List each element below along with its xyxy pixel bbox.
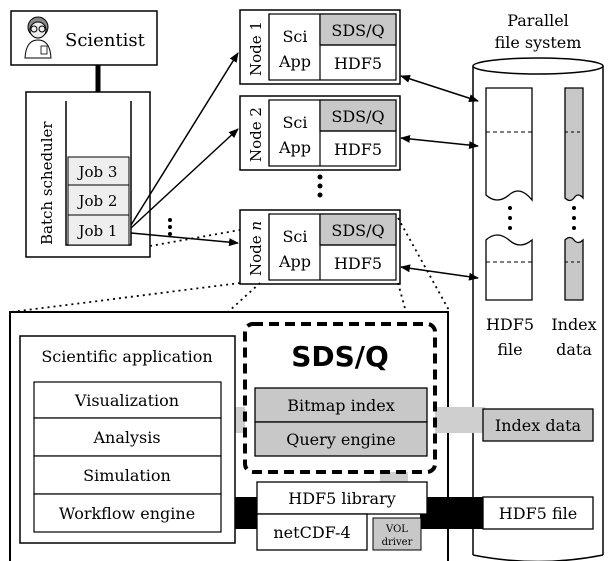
node-n-label-var: n bbox=[247, 221, 265, 231]
analysis-item: Analysis bbox=[92, 428, 160, 447]
pfs-hdf5-file-line1: HDF5 bbox=[486, 315, 534, 334]
node-2-hdf5-label: HDF5 bbox=[334, 140, 382, 159]
pfs-title-line2: file system bbox=[495, 33, 582, 52]
node-2-app-line1: Sci bbox=[282, 113, 307, 132]
hdf5-library-label: HDF5 library bbox=[288, 489, 396, 508]
simulation-item: Simulation bbox=[83, 466, 171, 485]
dispatch-arrow-noden bbox=[130, 232, 239, 247]
zoom-line-right bbox=[397, 217, 451, 313]
io-arrow-noden bbox=[400, 264, 479, 281]
bitmap-index-box bbox=[254, 387, 428, 423]
zoom-line-mid-left bbox=[227, 282, 261, 313]
node-2-label: Node 2 bbox=[247, 107, 265, 162]
netcdf4-box bbox=[256, 513, 368, 551]
bitmap-index-label: Bitmap index bbox=[287, 396, 395, 415]
pfs-hdf5-file-line2: file bbox=[497, 340, 522, 359]
vol-driver-line2: driver bbox=[382, 537, 413, 548]
scientist-icon bbox=[24, 16, 52, 59]
job-1[interactable]: Job 1 bbox=[77, 222, 118, 240]
node-n-app-line1: Sci bbox=[282, 227, 307, 246]
sdsq-title: SDS/Q bbox=[291, 340, 389, 373]
hdf5-library-box bbox=[256, 481, 428, 515]
zoom-line-left bbox=[10, 282, 241, 313]
visualization-item: Visualization bbox=[74, 391, 179, 410]
node-n-label: Node n bbox=[247, 221, 265, 276]
ellipsis-dots-horizontal bbox=[168, 218, 172, 236]
node-n-hdf5-label: HDF5 bbox=[334, 254, 382, 273]
node-detail-panel: Scientific application Visualization Ana… bbox=[9, 311, 490, 561]
node-1-app-line1: Sci bbox=[282, 27, 307, 46]
scientist-label: Scientist bbox=[65, 30, 146, 51]
node-1-app-line2: App bbox=[278, 52, 311, 71]
index-data-label: Index data bbox=[495, 416, 582, 435]
pfs-index-data-line2: data bbox=[556, 340, 592, 359]
batch-scheduler: Batch scheduler Job 3 Job 2 Job 1 bbox=[25, 91, 151, 258]
node-1-hdf5-label: HDF5 bbox=[334, 54, 382, 73]
job-3[interactable]: Job 3 bbox=[77, 163, 118, 181]
query-engine-box bbox=[254, 421, 428, 457]
hdf5-file-label: HDF5 file bbox=[499, 504, 577, 523]
node-n-sdsq-label: SDS/Q bbox=[331, 221, 384, 240]
workflow-engine-item: Workflow engine bbox=[59, 504, 195, 523]
zoom-line-top bbox=[149, 229, 241, 247]
netcdf4-label: netCDF-4 bbox=[273, 523, 350, 542]
node-1-sdsq-cell bbox=[319, 13, 397, 46]
node-n-label-prefix: Node bbox=[247, 231, 265, 276]
node-n-app-line2: App bbox=[278, 252, 311, 271]
node-2-app-line2: App bbox=[278, 138, 311, 157]
pfs-index-data-shape bbox=[564, 87, 584, 301]
scientific-application-title: Scientific application bbox=[41, 347, 212, 366]
pfs-hdf5-file-shape bbox=[485, 87, 533, 301]
hdf5-file-bar bbox=[420, 497, 490, 529]
vol-driver-line1: VOL bbox=[385, 524, 408, 535]
query-engine-label: Query engine bbox=[286, 430, 396, 449]
node-1-label: Node 1 bbox=[247, 21, 265, 76]
pfs-title-line1: Parallel bbox=[507, 11, 569, 30]
io-arrow-node1 bbox=[400, 74, 479, 103]
node-n-sdsq-cell bbox=[319, 213, 397, 246]
hdf5-file-box bbox=[482, 496, 594, 530]
scheduler-label: Batch scheduler bbox=[38, 121, 56, 245]
scientist-box: Scientist bbox=[10, 10, 158, 66]
vol-driver-box bbox=[372, 517, 422, 551]
dispatch-arrow-node2 bbox=[130, 128, 239, 229]
ellipsis-dots-nodes bbox=[317, 174, 323, 198]
parallel-file-system: Parallel file system HDF5 file Index dat… bbox=[472, 11, 604, 561]
io-arrow-node2 bbox=[400, 134, 479, 150]
job-2[interactable]: Job 2 bbox=[77, 192, 118, 210]
dispatch-arrow-node1 bbox=[130, 52, 239, 226]
index-data-box bbox=[482, 408, 594, 442]
node-2-sdsq-label: SDS/Q bbox=[331, 107, 384, 126]
zoom-line-mid-right bbox=[397, 282, 407, 313]
pfs-index-data-line1: Index bbox=[551, 315, 596, 334]
node-2-sdsq-cell bbox=[319, 99, 397, 132]
node-1-sdsq-label: SDS/Q bbox=[331, 21, 384, 40]
